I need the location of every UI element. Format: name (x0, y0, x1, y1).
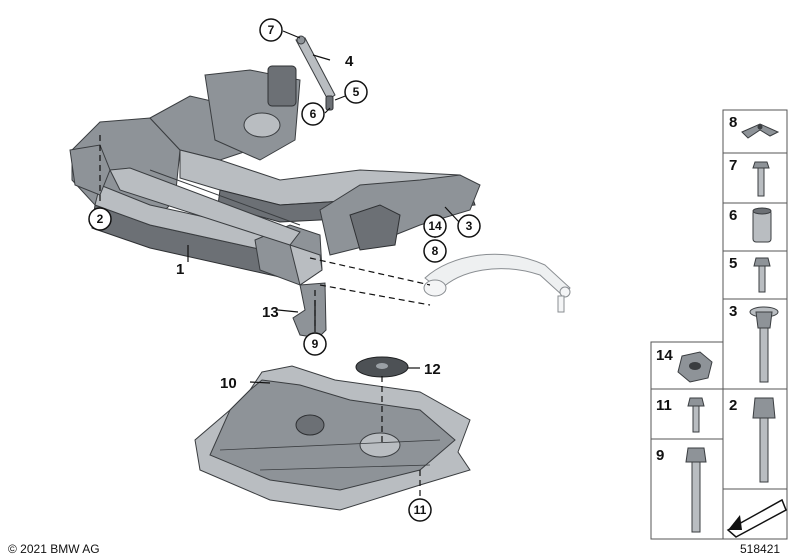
callout-2: 2 (88, 207, 112, 231)
svg-text:7: 7 (268, 23, 275, 37)
svg-text:4: 4 (345, 53, 354, 70)
callout-7: 7 (259, 18, 283, 42)
callout-9: 9 (303, 332, 327, 356)
svg-text:14: 14 (656, 347, 673, 364)
svg-text:8: 8 (729, 114, 737, 131)
panel-cell-arrow[interactable] (722, 488, 788, 540)
diagram-number: 518421 (740, 542, 780, 556)
svg-text:12: 12 (424, 361, 441, 378)
leader-lines (99, 30, 460, 498)
callout-label: 1 (176, 261, 184, 278)
callout-14: 14 (423, 214, 447, 238)
svg-text:10: 10 (220, 375, 237, 392)
callout-3: 3 (457, 214, 481, 238)
brace-strut[interactable] (295, 35, 336, 111)
svg-text:3: 3 (466, 219, 473, 233)
svg-text:3: 3 (729, 303, 737, 320)
svg-text:2: 2 (729, 397, 737, 414)
panel-cell-7[interactable]: 7 (722, 152, 788, 204)
callout-5: 5 (344, 80, 368, 104)
callout-1: 1 (176, 261, 184, 278)
callout-13: 13 (262, 304, 279, 321)
callout-10: 10 (220, 375, 237, 392)
svg-text:6: 6 (310, 107, 317, 121)
panel-cell-11[interactable]: 11 (650, 388, 724, 440)
panel-cell-6[interactable]: 6 (722, 202, 788, 252)
callout-4: 4 (345, 53, 354, 70)
svg-text:6: 6 (729, 207, 737, 224)
svg-text:5: 5 (353, 85, 360, 99)
panel-cell-5[interactable]: 5 (722, 250, 788, 300)
callout-6: 6 (301, 102, 325, 126)
svg-text:11: 11 (656, 397, 672, 414)
callout-8: 8 (423, 239, 447, 263)
svg-text:14: 14 (428, 219, 442, 233)
mounting-bracket[interactable] (292, 282, 327, 339)
wishbone-control-arm[interactable] (423, 253, 571, 313)
svg-text:7: 7 (729, 157, 737, 174)
panel-cell-14[interactable]: 14 (650, 341, 724, 390)
svg-text:9: 9 (312, 337, 319, 351)
callout-12: 12 (424, 361, 441, 378)
underride-protection-plate[interactable] (194, 365, 471, 511)
svg-text:8: 8 (432, 244, 439, 258)
cover-plate[interactable] (355, 356, 409, 378)
svg-text:11: 11 (414, 503, 427, 517)
panel-cell-8[interactable]: 8 (722, 109, 788, 154)
svg-text:9: 9 (656, 447, 664, 464)
svg-text:5: 5 (729, 255, 737, 272)
panel-cell-3[interactable]: 3 (722, 298, 788, 390)
svg-text:2: 2 (97, 212, 104, 226)
copyright-text: © 2021 BMW AG (8, 542, 100, 556)
front-axle-subframe[interactable] (69, 65, 481, 286)
callout-11: 11 (408, 498, 432, 522)
svg-text:13: 13 (262, 304, 279, 321)
panel-cell-2[interactable]: 2 (722, 388, 788, 490)
fastener-panel: 8 7 6 5 3 (650, 109, 788, 540)
panel-cell-9[interactable]: 9 (650, 438, 724, 540)
